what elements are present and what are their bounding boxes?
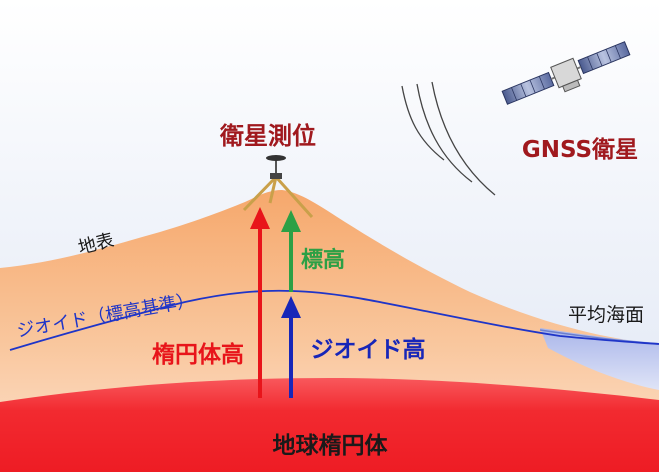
ellipsoidal-height-label: 楕円体高 [152,341,244,368]
geoid-height-arrow [281,296,301,398]
orthometric-height-label: 標高 [301,247,345,273]
sea-area [540,328,659,390]
gnss-receiver-tripod-icon [242,155,314,219]
geoid-height-label: ジオイド高 [311,336,426,363]
earth-ellipsoid-label: 地球楕円体 [273,433,389,459]
signal-wave-icon [401,81,496,196]
geoid-line [9,289,659,351]
orthometric-height-arrow [281,210,301,292]
ellipsoid-surface [0,378,659,472]
satellite-icon [501,41,631,105]
ellipsoidal-height-arrow [250,207,270,398]
mean-sea-level-label: 平均海面 [568,304,644,326]
satellite-positioning-label: 衛星測位 [219,122,316,150]
gnss-satellite-label: GNSS衛星 [522,136,638,163]
